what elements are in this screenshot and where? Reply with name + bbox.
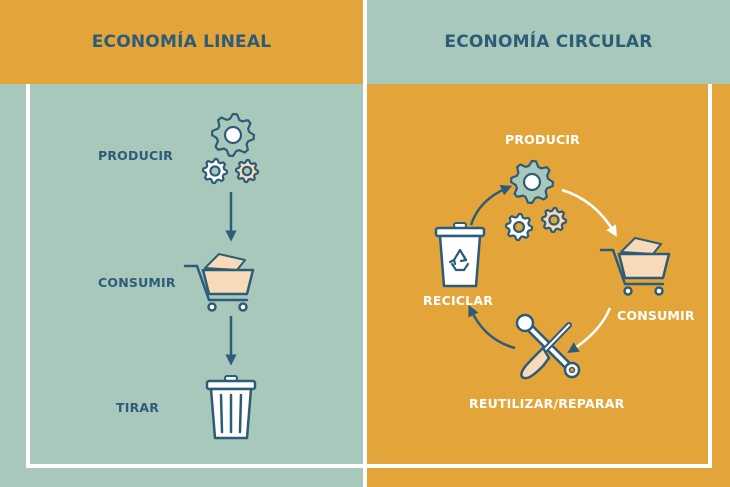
- panel-divider: [363, 0, 367, 487]
- cycle-arrow-repair-to-recycle: [468, 304, 516, 350]
- gear-icon: [504, 212, 534, 242]
- circular-frame: [367, 84, 712, 468]
- circular-economy-diagram: [367, 84, 712, 468]
- circular-economy-panel: ECONOMÍA CIRCULAR: [367, 0, 730, 487]
- linear-economy-diagram: [26, 84, 363, 468]
- gears-icon: [201, 112, 260, 185]
- gear-icon: [540, 206, 568, 234]
- circular-step-recycle-label: RECICLAR: [423, 293, 494, 308]
- linear-step-dispose-label: TIRAR: [116, 400, 160, 415]
- gear-icon: [509, 159, 555, 205]
- trash-can-icon: [205, 375, 257, 440]
- circular-step-consume-label: CONSUMIR: [617, 308, 695, 323]
- shopping-cart-icon: [599, 237, 671, 296]
- linear-economy-title: ECONOMÍA LINEAL: [0, 0, 363, 84]
- shopping-cart-icon: [183, 253, 255, 312]
- gear-icon: [210, 112, 256, 158]
- wrench-screwdriver-icon: [515, 313, 581, 380]
- circular-economy-title: ECONOMÍA CIRCULAR: [367, 0, 730, 84]
- linear-frame: [26, 84, 363, 468]
- linear-step-produce-label: PRODUCIR: [98, 148, 173, 163]
- linear-step-consume-label: CONSUMIR: [98, 275, 176, 290]
- circular-step-repair-label: REUTILIZAR/REPARAR: [469, 396, 625, 411]
- gears-icon: [504, 159, 568, 242]
- recycle-bin-icon: [434, 222, 486, 288]
- cycle-arrow-recycle-to-produce: [469, 185, 513, 226]
- recycle-symbol-icon: [448, 248, 470, 272]
- linear-economy-panel: ECONOMÍA LINEAL PRODUCIR CONSUMIR: [0, 0, 363, 487]
- gear-icon: [201, 157, 229, 185]
- cycle-arrow-produce-to-consume: [561, 188, 617, 237]
- circular-step-produce-label: PRODUCIR: [505, 132, 580, 147]
- cycle-arrow-consume-to-repair: [567, 307, 612, 354]
- gear-icon: [234, 158, 260, 184]
